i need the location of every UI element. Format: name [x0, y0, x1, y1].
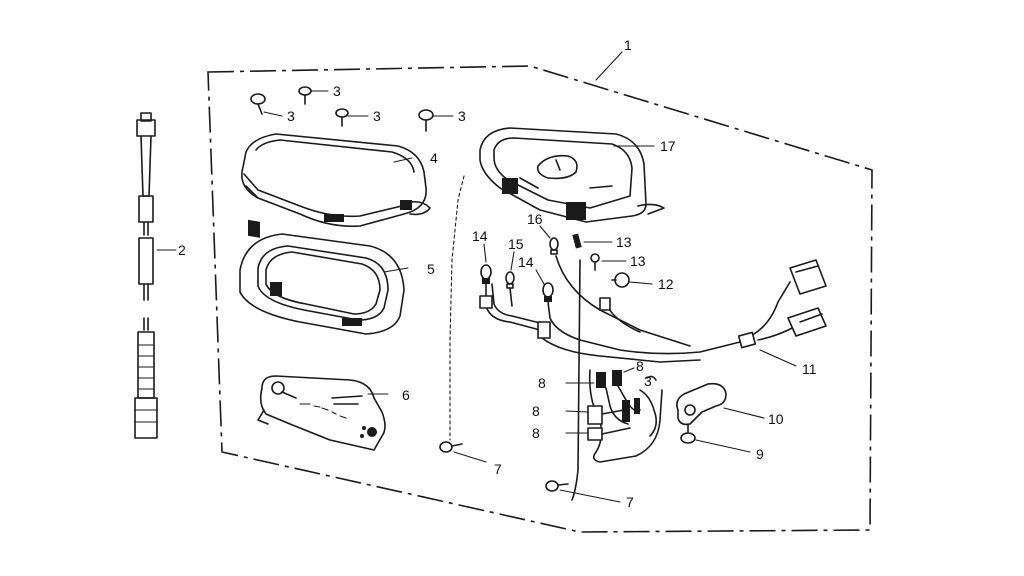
part-4-meter-upper-cover — [241, 133, 431, 238]
part-12-bulb — [611, 272, 653, 288]
callout-3: 3 — [333, 83, 341, 99]
part-8-socket-cluster — [565, 367, 658, 441]
callout-3: 3 — [644, 373, 652, 389]
part-15-bulb — [505, 251, 515, 289]
callout-5: 5 — [427, 261, 435, 277]
part-3-screw-a — [298, 86, 329, 105]
part-9-bolt — [680, 423, 751, 453]
part-7-screw-left — [439, 175, 487, 463]
part-13-clip-b — [590, 253, 627, 271]
callout-3: 3 — [287, 108, 295, 124]
callout-10: 10 — [768, 411, 784, 427]
callout-6: 6 — [402, 387, 410, 403]
part-16-bulb — [539, 225, 559, 255]
callout-4: 4 — [430, 150, 438, 166]
callout-3: 3 — [373, 108, 381, 124]
callout-1: 1 — [624, 37, 632, 53]
part-1-leader — [595, 51, 623, 81]
part-5-meter-lens — [239, 233, 409, 335]
part-17-meter-case — [479, 127, 665, 223]
part-6-meter-dial — [257, 375, 389, 451]
part-13-clip-a — [572, 233, 613, 249]
callout-7: 7 — [626, 494, 634, 510]
callout-13: 13 — [630, 253, 646, 269]
callout-3: 3 — [458, 108, 466, 124]
callout-2: 2 — [178, 242, 186, 258]
callout-8: 8 — [532, 403, 540, 419]
part-10-mounting-bracket — [676, 382, 765, 426]
assembly-boundary — [207, 65, 873, 533]
callout-7: 7 — [494, 461, 502, 477]
part-14-bulb-a — [480, 243, 492, 284]
callout-8: 8 — [636, 358, 644, 374]
callout-12: 12 — [658, 276, 674, 292]
callout-14: 14 — [518, 254, 534, 270]
part-14-bulb-b — [535, 269, 554, 302]
callout-17: 17 — [660, 138, 676, 154]
part-11-wire-harness — [479, 255, 827, 501]
callout-9: 9 — [756, 446, 764, 462]
callout-8: 8 — [532, 425, 540, 441]
callout-15: 15 — [508, 236, 524, 252]
part-2-speedometer-cable — [134, 112, 177, 439]
part-3-screw-b — [250, 93, 283, 117]
callout-8: 8 — [538, 375, 546, 391]
callout-13: 13 — [616, 234, 632, 250]
callout-11: 11 — [802, 361, 817, 377]
callout-14: 14 — [472, 228, 488, 244]
part-3-screw-c — [335, 108, 369, 127]
callout-16: 16 — [527, 211, 543, 227]
part-7-screw-right — [545, 480, 621, 503]
part-3-screw-d — [418, 109, 454, 132]
